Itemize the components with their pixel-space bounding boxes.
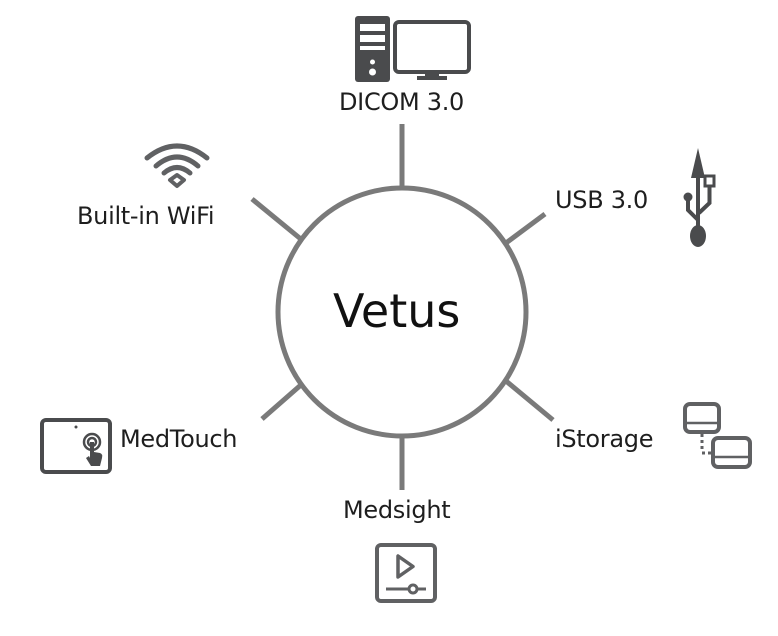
connector-medtouch bbox=[260, 382, 304, 421]
center-label: Vetus bbox=[333, 284, 461, 338]
network-storage-icon bbox=[683, 402, 752, 469]
node-label-usb: USB 3.0 bbox=[555, 186, 648, 214]
tablet-touch-icon bbox=[40, 418, 112, 474]
connector-usb bbox=[504, 211, 547, 246]
desktop-computer-icon bbox=[355, 16, 471, 82]
node-label-istorage: iStorage bbox=[555, 425, 654, 453]
connector-istorage bbox=[504, 379, 555, 422]
wifi-icon bbox=[144, 143, 210, 188]
connector-wifi bbox=[250, 197, 304, 242]
node-label-dicom: DICOM 3.0 bbox=[339, 88, 465, 116]
video-player-icon bbox=[375, 543, 437, 603]
node-label-wifi: Built-in WiFi bbox=[77, 202, 215, 230]
usb-icon bbox=[683, 148, 716, 247]
node-label-medtouch: MedTouch bbox=[120, 425, 238, 453]
node-label-medsight: Medsight bbox=[343, 496, 451, 524]
